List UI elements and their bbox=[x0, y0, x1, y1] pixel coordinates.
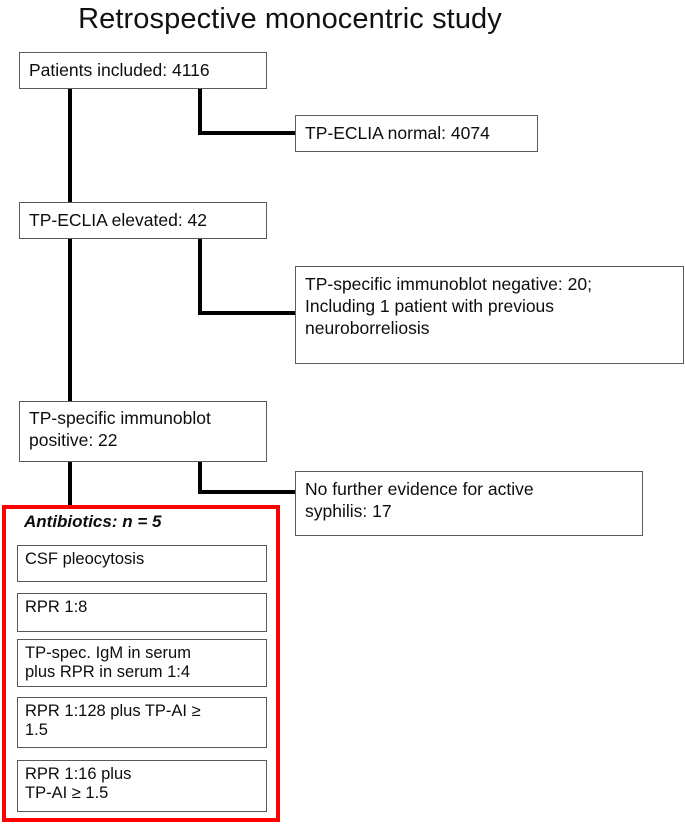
connector-branch-3-vertical bbox=[198, 462, 202, 494]
connector-trunk-3 bbox=[68, 462, 72, 507]
node-no-further-evidence: No further evidence for active syphilis:… bbox=[295, 471, 643, 536]
node-patients-included: Patients included: 4116 bbox=[19, 52, 267, 89]
connector-branch-2-horizontal bbox=[198, 311, 297, 315]
antibiotics-item-tp-spec-igm: TP-spec. IgM in serum plus RPR in serum … bbox=[17, 639, 267, 687]
connector-trunk-1 bbox=[68, 89, 72, 203]
antibiotics-item-rpr-1-8: RPR 1:8 bbox=[17, 593, 267, 632]
antibiotics-group-title: Antibiotics: n = 5 bbox=[24, 512, 162, 531]
antibiotics-item-rpr-1-16: RPR 1:16 plus TP-AI ≥ 1.5 bbox=[17, 760, 267, 812]
antibiotics-item-csf-pleocytosis: CSF pleocytosis bbox=[17, 545, 267, 582]
connector-branch-1-vertical bbox=[198, 89, 202, 135]
connector-branch-3-horizontal bbox=[198, 490, 297, 494]
node-tp-eclia-elevated: TP-ECLIA elevated: 42 bbox=[19, 202, 267, 239]
node-tp-eclia-normal: TP-ECLIA normal: 4074 bbox=[295, 115, 538, 152]
node-immunoblot-positive: TP-specific immunoblot positive: 22 bbox=[19, 401, 267, 462]
connector-branch-2-vertical bbox=[198, 239, 202, 315]
connector-trunk-2 bbox=[68, 239, 72, 402]
antibiotics-item-rpr-1-128: RPR 1:128 plus TP-AI ≥ 1.5 bbox=[17, 697, 267, 748]
node-immunoblot-negative: TP-specific immunoblot negative: 20; Inc… bbox=[295, 266, 684, 364]
connector-branch-1-horizontal bbox=[198, 131, 297, 135]
page-title: Retrospective monocentric study bbox=[78, 3, 502, 35]
